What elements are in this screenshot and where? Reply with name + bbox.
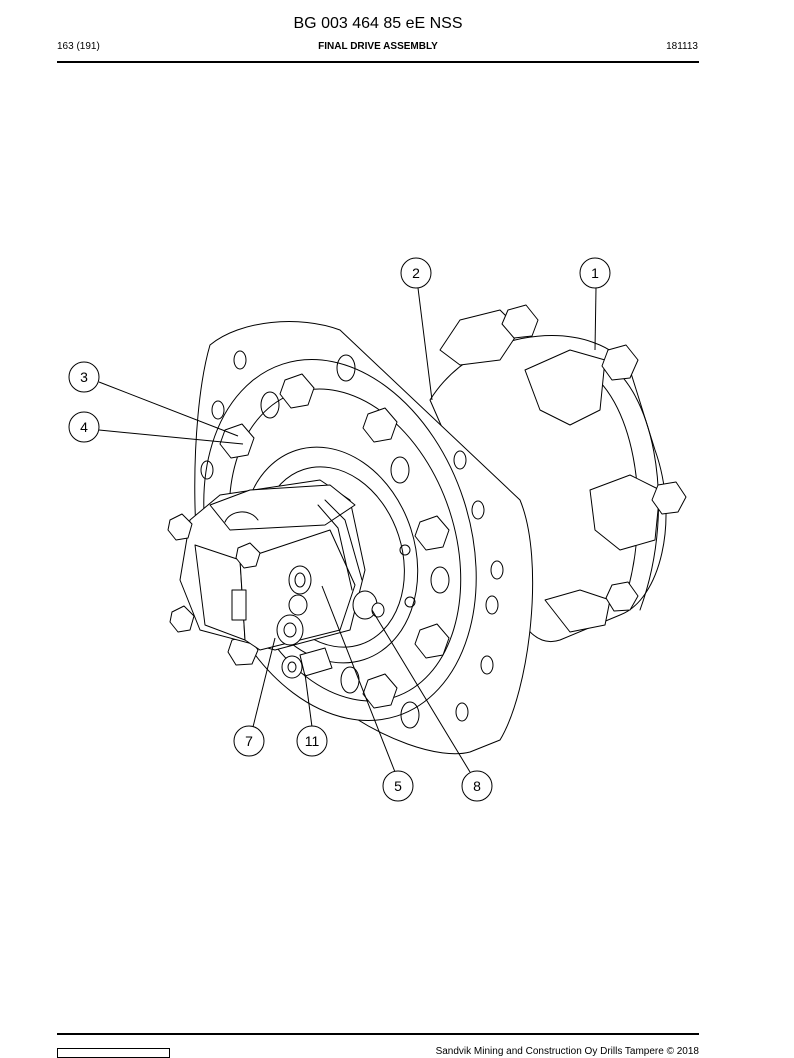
callout-5-label: 5 (394, 778, 402, 794)
leader-5 (321, 585, 396, 773)
motor-top-ridge (224, 511, 259, 523)
hub-bolt-1 (601, 344, 639, 381)
callout-4[interactable]: 4 (68, 411, 100, 443)
callout-8[interactable]: 8 (461, 770, 493, 802)
leader-3 (98, 381, 239, 437)
hub-lug-bottom (544, 589, 611, 633)
callout-11-label: 11 (305, 733, 320, 749)
callout-3[interactable]: 3 (68, 361, 100, 393)
callout-1-label: 1 (591, 265, 599, 281)
motor-casting-rib (324, 499, 363, 581)
housing-plug-1 (399, 544, 411, 556)
callout-1[interactable]: 1 (579, 257, 611, 289)
callout-5[interactable]: 5 (382, 770, 414, 802)
housing-plug-2 (404, 596, 416, 608)
footer-rule (57, 1033, 699, 1035)
callout-balloons: 1 2 3 4 7 11 5 8 (68, 257, 611, 802)
leader-1 (594, 287, 597, 351)
flange-holes (200, 350, 504, 729)
motor-top-face (209, 484, 356, 531)
hub-bolt-4 (605, 581, 639, 612)
callout-8-label: 8 (473, 778, 481, 794)
motor-label-plate (231, 589, 247, 621)
document-number: BG 003 464 85 eE NSS (293, 15, 463, 32)
callout-3-label: 3 (80, 369, 88, 385)
hub-bolt-3 (651, 481, 687, 515)
section-title: FINAL DRIVE ASSEMBLY (318, 41, 438, 52)
leader-lines (98, 287, 597, 773)
callout-7[interactable]: 7 (233, 725, 265, 757)
date-code: 181113 (666, 41, 698, 52)
final-drive-illustration (167, 304, 687, 755)
hub-lug-right (524, 349, 606, 426)
callout-2[interactable]: 2 (400, 257, 432, 289)
copyright-notice: Sandvik Mining and Construction Oy Drill… (435, 1046, 699, 1057)
hub-lug-mid (589, 474, 661, 551)
hydraulic-fittings (276, 565, 385, 679)
leader-2 (417, 287, 433, 401)
leader-7 (252, 637, 276, 728)
callout-2-label: 2 (412, 265, 420, 281)
callout-4-label: 4 (80, 419, 88, 435)
motor-casting-rib-2 (317, 504, 353, 591)
callout-7-label: 7 (245, 733, 253, 749)
leader-8 (371, 609, 471, 773)
callout-11[interactable]: 11 (296, 725, 328, 757)
motor-cap-screws (167, 513, 261, 633)
leader-4 (98, 429, 244, 445)
page-number: 163 (191) (57, 41, 100, 52)
leader-11 (304, 673, 313, 728)
sandvik-logo (57, 1048, 170, 1058)
hub-bolt-2 (501, 304, 539, 339)
header-rule (57, 61, 699, 63)
flange-bolts (219, 373, 450, 709)
